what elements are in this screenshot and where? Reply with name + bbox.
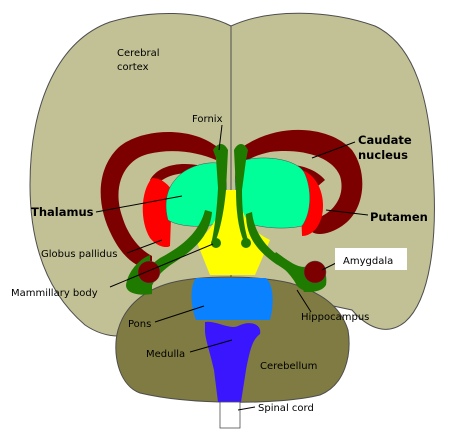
mammillary-body-label: Mammillary body bbox=[11, 288, 98, 299]
hippocampus-leader bbox=[296, 289, 312, 313]
amygdala-label-box bbox=[335, 248, 407, 270]
medulla-leader bbox=[189, 339, 233, 353]
pons-leader bbox=[154, 305, 205, 323]
mammillary-leader bbox=[109, 243, 214, 288]
pons bbox=[191, 278, 273, 320]
amygdala-right bbox=[303, 260, 327, 284]
fornix bbox=[212, 144, 228, 240]
cerebral-cortex-label-line1: Cerebral bbox=[117, 48, 160, 59]
medulla-label: Medulla bbox=[146, 349, 185, 360]
caudate-nucleus-right bbox=[244, 129, 363, 234]
amygdala-label: Amygdala bbox=[343, 256, 393, 267]
caudate-nucleus-label-line1: Caudate bbox=[358, 133, 412, 147]
amygdala-left bbox=[137, 260, 161, 284]
hippocampus-label: Hippocampus bbox=[301, 312, 369, 323]
caudate-nucleus-label-line2: nucleus bbox=[358, 148, 408, 162]
globus-pallidus-label: Globus pallidus bbox=[41, 249, 117, 260]
putamen-leader bbox=[325, 209, 369, 216]
spinal-cord-leader bbox=[237, 406, 256, 411]
thalamus-label: Thalamus bbox=[31, 205, 94, 219]
third-ventricle-region bbox=[196, 190, 270, 275]
mammillary-body-right bbox=[241, 238, 251, 248]
cerebellum-label: Cerebellum bbox=[260, 361, 317, 372]
caudate-leader bbox=[311, 141, 356, 159]
fornix-right bbox=[234, 144, 248, 242]
spinal-cord bbox=[219, 401, 241, 429]
mammillary-body-left bbox=[211, 238, 221, 248]
cerebral-cortex-label-line2: cortex bbox=[117, 62, 149, 73]
thalamus-leader bbox=[95, 195, 183, 213]
spinal-cord-label: Spinal cord bbox=[258, 403, 314, 414]
putamen-left bbox=[142, 178, 172, 248]
putamen-label: Putamen bbox=[370, 210, 428, 224]
medulla bbox=[205, 321, 261, 402]
pons-label: Pons bbox=[128, 319, 151, 330]
caudate-nucleus-left bbox=[100, 131, 216, 269]
globus-pallidus-leader bbox=[126, 239, 163, 254]
fornix-label: Fornix bbox=[192, 114, 223, 125]
fornix-leader bbox=[218, 124, 223, 151]
